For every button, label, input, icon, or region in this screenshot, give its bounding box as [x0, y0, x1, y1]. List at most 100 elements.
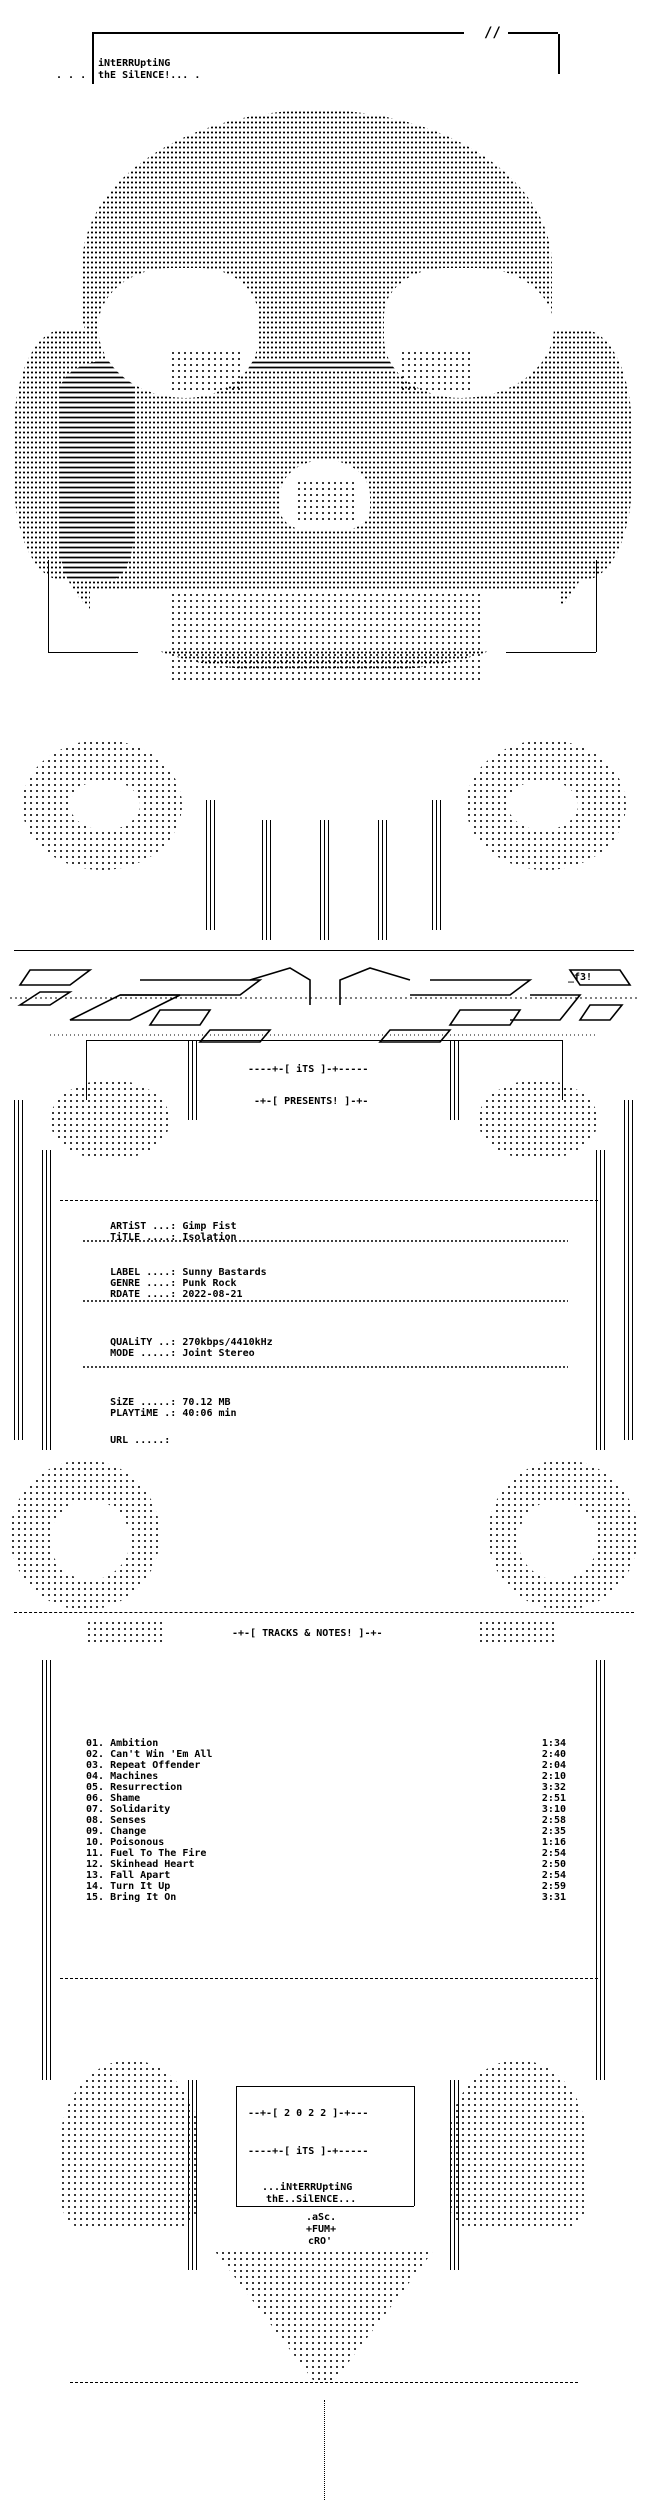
track-row: 09. Change 2:35: [86, 1826, 566, 1837]
info-mode-label: MODE .....:: [110, 1348, 177, 1359]
skull-eye-right-inner: [400, 350, 470, 390]
info-url-label: URL .....:: [110, 1435, 171, 1446]
footer-box-bottom: [236, 2206, 414, 2207]
tracks-bottom-rule: [60, 1978, 598, 1979]
footer-box-left: [236, 2086, 237, 2206]
header-dots-left: . . .: [56, 70, 87, 81]
skull-jaw-line-right: [506, 652, 596, 653]
info-separator-1: [82, 1240, 568, 1242]
info-separator-2: [82, 1300, 568, 1302]
footer-base-rule: [70, 2382, 578, 2383]
footer-credit-2: +FUM+: [306, 2224, 337, 2235]
info-mode-value: Joint Stereo: [182, 1348, 255, 1359]
info-playtime-value: 40:06 min: [182, 1408, 237, 1419]
info-label-label: LABEL ....:: [110, 1267, 177, 1278]
neck-pillar-4: [378, 820, 388, 940]
info-quality-label: QUALiTY ..:: [110, 1337, 177, 1348]
track-name: 15. Bring It On: [86, 1892, 177, 1903]
header-top-rule: [92, 32, 464, 34]
track-time: 2:04: [541, 1760, 566, 1771]
info-border-right-inner: [596, 1150, 606, 1450]
presents-swirl-left: [50, 1080, 170, 1160]
logo-tag: _f3!: [568, 972, 593, 983]
track-name: 07. Solidarity: [86, 1804, 171, 1815]
skull-jaw-line-left: [48, 652, 138, 653]
info-title-value: Isolation: [182, 1232, 237, 1243]
footer-tail: [324, 2400, 325, 2500]
tracks-border-right: [596, 1660, 606, 2080]
info-top-rule: [60, 1200, 598, 1201]
track-row: 13. Fall Apart 2:54: [86, 1870, 566, 1881]
neck-pillar-2: [262, 820, 272, 940]
track-time: 2:50: [541, 1859, 566, 1870]
info-border-left-inner: [42, 1150, 52, 1450]
info-mode-row: MODE .....: Joint Stereo: [86, 1337, 255, 1370]
track-name: 01. Ambition: [86, 1738, 159, 1749]
neck-pillar-5: [432, 800, 442, 930]
presents-its-label: ----+-[ iTS ]-+-----: [248, 1064, 369, 1075]
track-time: 2:10: [541, 1771, 566, 1782]
track-row: 06. Shame 2:51: [86, 1793, 566, 1804]
track-name: 06. Shame: [86, 1793, 141, 1804]
track-name: 09. Change: [86, 1826, 147, 1837]
presents-frame-top: [86, 1040, 562, 1041]
info-label-value: Sunny Bastards: [182, 1267, 267, 1278]
track-time: 2:35: [541, 1826, 566, 1837]
track-time: 3:31: [541, 1892, 566, 1903]
skull-teeth-art: [170, 592, 480, 682]
info-rdate-value: 2022-08-21: [182, 1289, 243, 1300]
presents-swirl-right: [478, 1080, 598, 1160]
footer-credit-1: .aSc.: [306, 2212, 337, 2223]
info-genre-row: GENRE ....: Punk Rock: [86, 1267, 237, 1300]
footer-pillar-left: [188, 2080, 198, 2270]
track-name: 02. Can't Win 'Em All: [86, 1749, 213, 1760]
info-separator-3: [82, 1366, 568, 1368]
presents-frame-right: [562, 1040, 563, 1100]
info-label-row: LABEL ....: Sunny Bastards: [86, 1256, 267, 1289]
track-row: 01. Ambition 1:34: [86, 1738, 566, 1749]
track-time: 2:40: [541, 1749, 566, 1760]
track-name: 14. Turn It Up: [86, 1881, 171, 1892]
track-time: 2:51: [541, 1793, 566, 1804]
track-name: 13. Fall Apart: [86, 1870, 171, 1881]
info-border-right: [624, 1100, 634, 1440]
skull-swirl-right-hole: [508, 780, 578, 830]
neck-pillar-3: [320, 820, 330, 940]
info-artist-label: ARTiST ...:: [110, 1221, 177, 1232]
skull-nose-inner: [296, 480, 354, 520]
footer-its: ----+-[ iTS ]-+-----: [248, 2146, 369, 2157]
footer-year: --+-[ 2 0 2 2 ]-+---: [248, 2108, 369, 2119]
track-name: 11. Fuel To The Fire: [86, 1848, 207, 1859]
info-quality-value: 270kbps/4410kHz: [182, 1337, 273, 1348]
track-time: 2:54: [541, 1870, 566, 1881]
info-genre-value: Punk Rock: [182, 1278, 237, 1289]
header-group-line1: iNtERRUptiNG: [98, 58, 171, 69]
mid-swirl-left-hole: [50, 1500, 130, 1580]
track-time: 2:59: [541, 1881, 566, 1892]
footer-swirl-left: [60, 2060, 200, 2230]
track-list: 01. Ambition 1:34 02. Can't Win 'Em All 2:4…: [86, 1738, 566, 1903]
info-size-value: 70.12 MB: [182, 1397, 231, 1408]
track-name: 04. Machines: [86, 1771, 159, 1782]
track-name: 10. Poisonous: [86, 1837, 165, 1848]
tracks-top-rule: [14, 1612, 634, 1613]
footer-pillar-right: [450, 2080, 460, 2270]
mid-swirl-right-hole: [518, 1500, 598, 1580]
header-top-rule-right: [508, 32, 558, 34]
logo-lettering: [10, 967, 638, 1043]
tracks-banner-deco-left: [86, 1620, 166, 1646]
tracks-banner: -+-[ TRACKS & NOTES! ]-+-: [232, 1628, 383, 1639]
track-time: 1:34: [541, 1738, 566, 1749]
footer-swirl-right: [448, 2060, 588, 2230]
header-left-post: [92, 34, 94, 84]
track-time: 3:32: [541, 1782, 566, 1793]
neck-pillar-1: [206, 800, 216, 930]
info-rdate-label: RDATE ....:: [110, 1289, 177, 1300]
track-time: 3:10: [541, 1804, 566, 1815]
